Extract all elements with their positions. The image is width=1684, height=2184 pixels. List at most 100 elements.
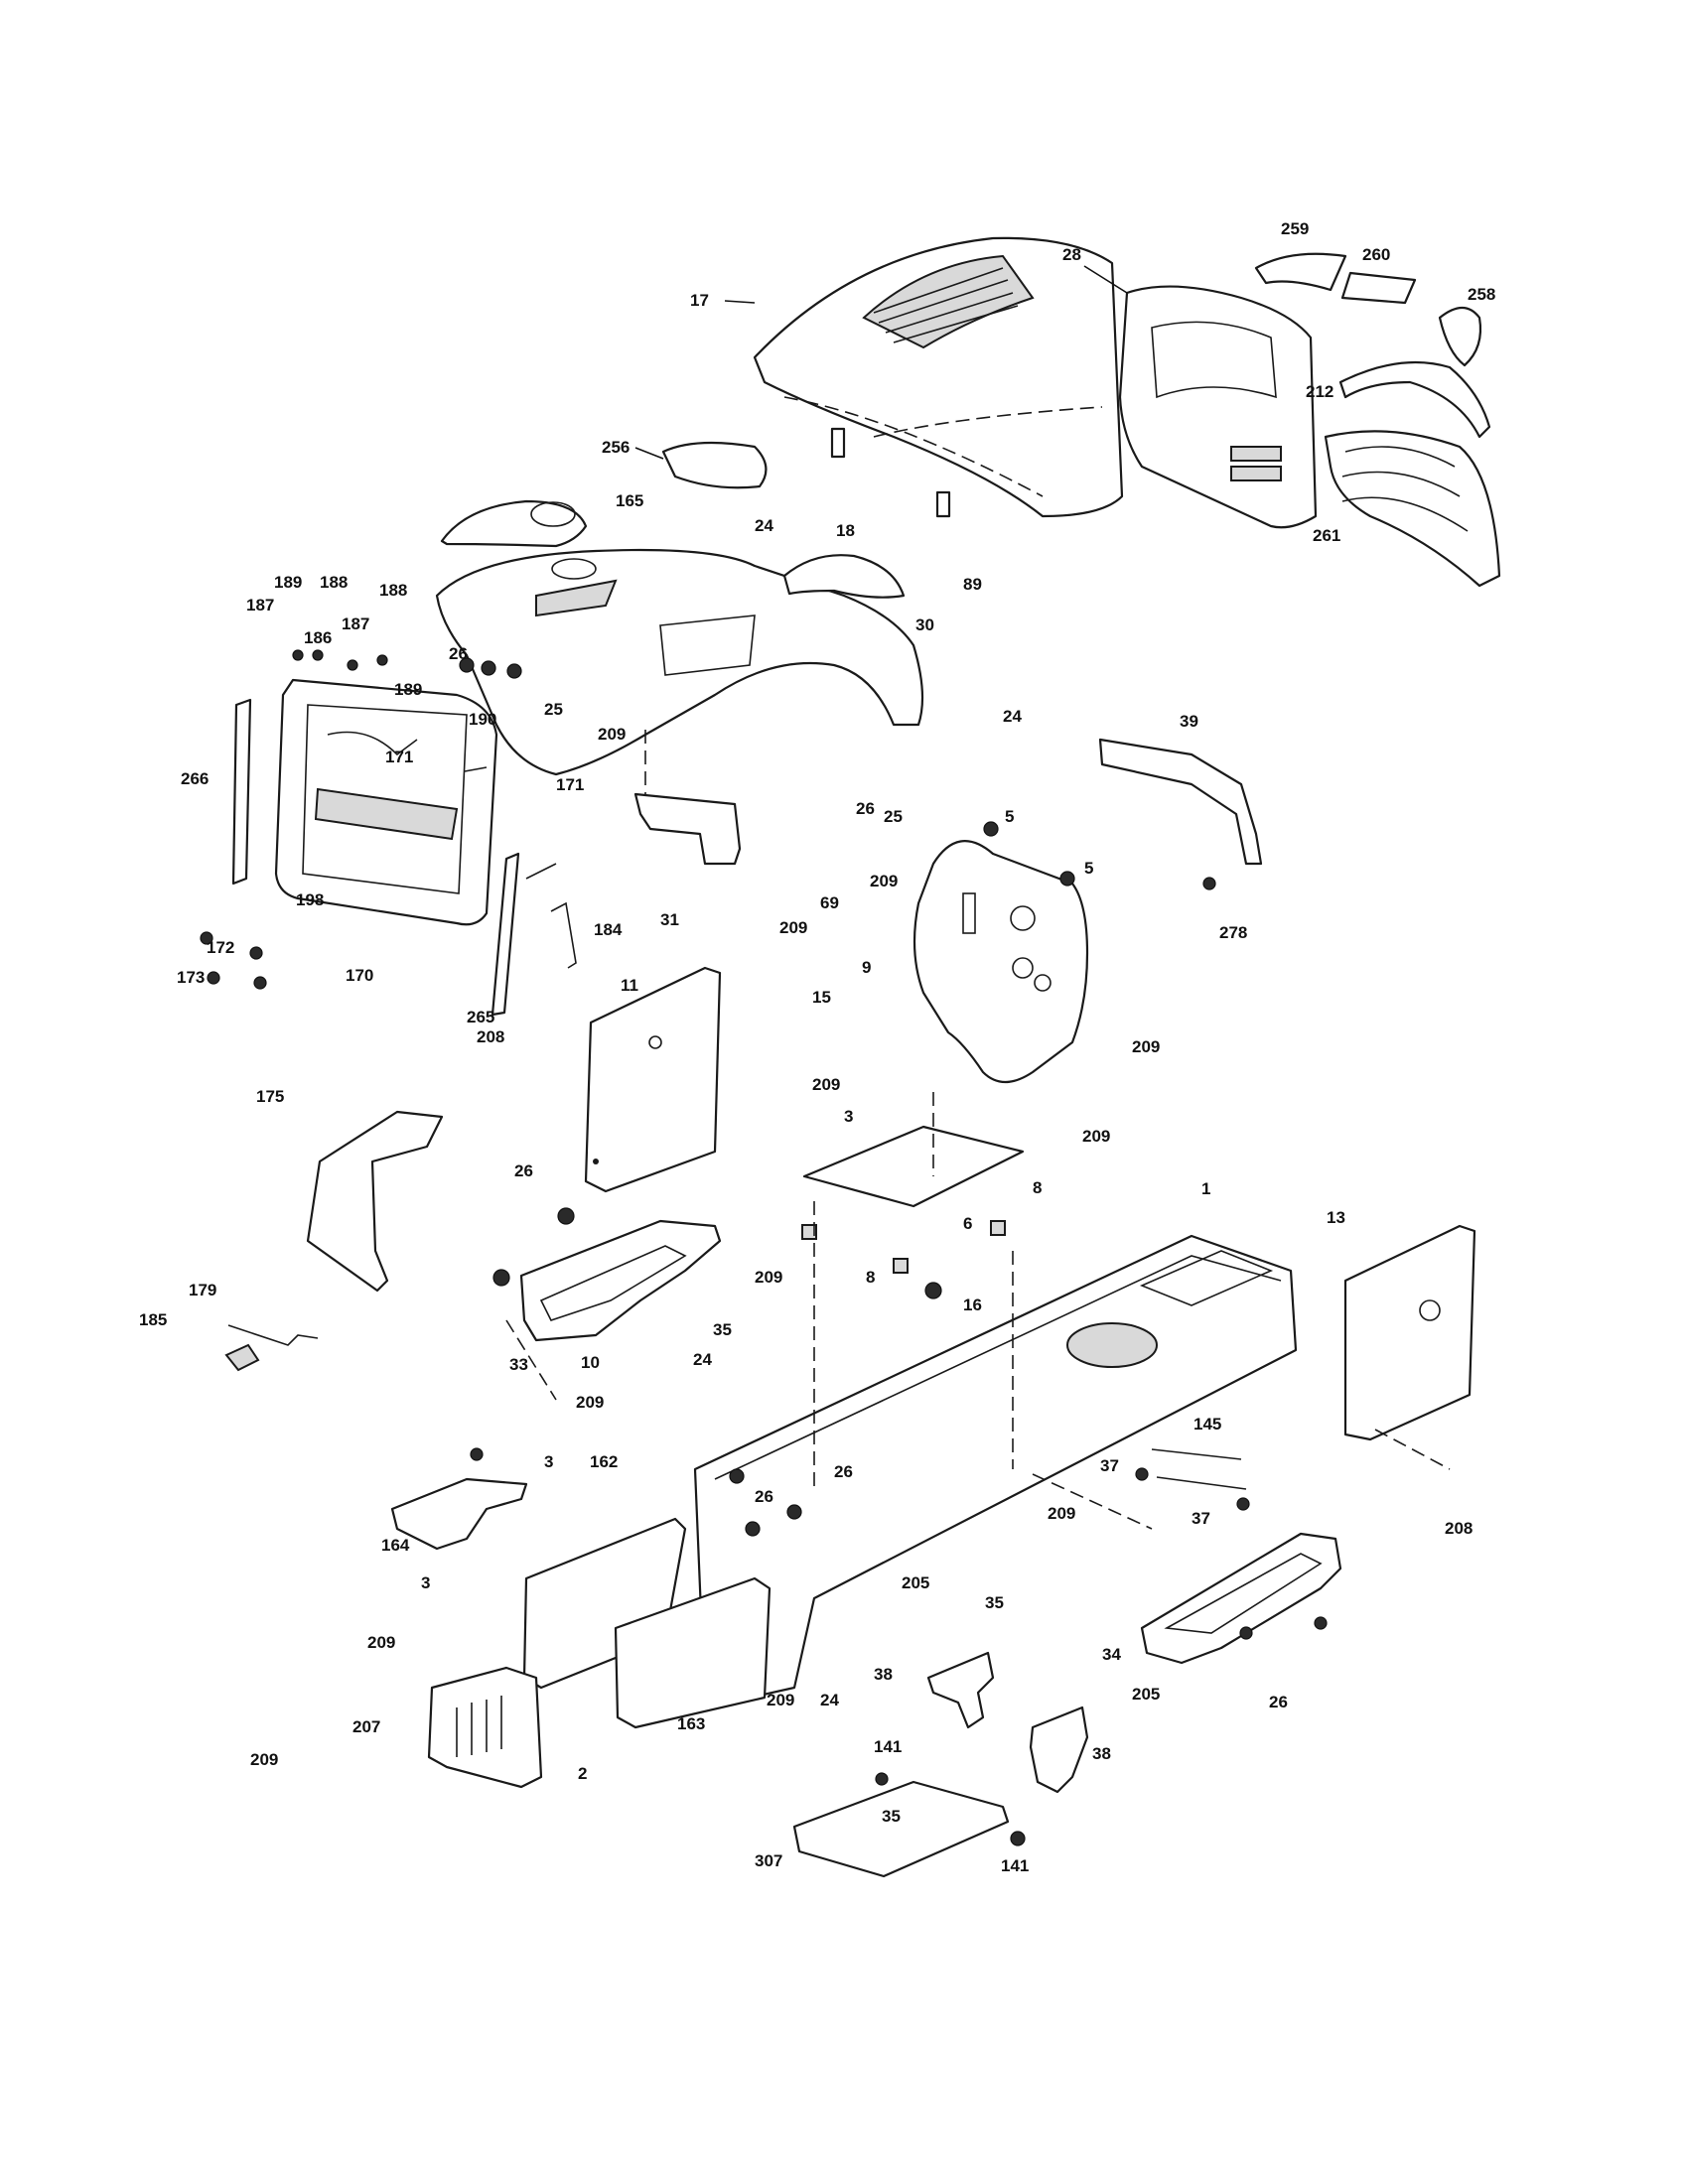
label-26: 26	[755, 1487, 773, 1506]
bracket-part-164	[390, 1477, 528, 1551]
label-171: 171	[385, 748, 413, 766]
hood-part-17	[753, 236, 1124, 518]
label-207: 207	[352, 1717, 380, 1736]
label-209: 209	[250, 1750, 278, 1769]
label-186: 186	[304, 628, 332, 647]
label-38: 38	[874, 1665, 893, 1684]
label-179: 179	[189, 1281, 216, 1299]
label-209: 209	[870, 872, 898, 890]
label-89: 89	[963, 575, 982, 594]
label-31: 31	[660, 910, 679, 929]
label-26: 26	[856, 799, 875, 818]
label-198: 198	[296, 890, 324, 909]
label-25: 25	[544, 700, 563, 719]
bracket-part-38b	[1029, 1706, 1089, 1794]
plate-part-163	[614, 1576, 772, 1729]
label-209: 209	[1082, 1127, 1110, 1146]
label-37: 37	[1192, 1509, 1210, 1528]
label-278: 278	[1219, 923, 1247, 942]
label-212: 212	[1306, 382, 1333, 401]
label-187: 187	[342, 614, 369, 633]
label-3: 3	[844, 1107, 853, 1126]
shield-part-175	[306, 1110, 444, 1293]
label-24: 24	[693, 1350, 712, 1369]
label-3: 3	[544, 1452, 553, 1471]
label-34: 34	[1102, 1645, 1121, 1664]
label-141: 141	[1001, 1856, 1029, 1875]
label-209: 209	[812, 1075, 840, 1094]
label-205: 205	[902, 1573, 929, 1592]
label-209: 209	[576, 1393, 604, 1412]
rod-part-184	[550, 901, 577, 969]
label-30: 30	[915, 615, 934, 634]
trim-part-212	[1338, 360, 1491, 439]
label-15: 15	[812, 988, 831, 1007]
label-259: 259	[1281, 219, 1309, 238]
panel-part-256	[661, 441, 768, 489]
label-171: 171	[556, 775, 584, 794]
label-26: 26	[514, 1161, 533, 1180]
label-141: 141	[874, 1737, 902, 1756]
panel-hardware	[200, 649, 557, 990]
label-9: 9	[862, 958, 871, 977]
label-208: 208	[1445, 1519, 1473, 1538]
lens-part-260	[1340, 271, 1417, 305]
fender-part-30	[435, 548, 924, 776]
label-39: 39	[1180, 712, 1198, 731]
label-188: 188	[320, 573, 348, 592]
alignment-lines	[505, 730, 1451, 1530]
label-307: 307	[755, 1851, 782, 1870]
label-209: 209	[1132, 1037, 1160, 1056]
label-24: 24	[1003, 707, 1022, 726]
label-209: 209	[767, 1691, 794, 1709]
part-labels: 17 28 259 260 258 212 261 18 256 165 24 …	[139, 219, 1495, 1875]
label-209: 209	[598, 725, 626, 744]
label-26: 26	[1269, 1693, 1288, 1711]
label-265: 265	[467, 1008, 494, 1026]
label-5: 5	[1084, 859, 1093, 878]
label-175: 175	[256, 1087, 284, 1106]
emblem-part-258	[1438, 306, 1482, 367]
label-260: 260	[1362, 245, 1390, 264]
cover-part-89	[782, 554, 906, 599]
label-8: 8	[866, 1268, 875, 1287]
label-33: 33	[509, 1355, 528, 1374]
label-16: 16	[963, 1296, 982, 1314]
lever-part-179	[227, 1324, 319, 1346]
label-10: 10	[581, 1353, 600, 1372]
label-5: 5	[1005, 807, 1014, 826]
label-208: 208	[477, 1027, 504, 1046]
label-145: 145	[1193, 1415, 1221, 1433]
knob-part-185	[224, 1343, 260, 1372]
label-163: 163	[677, 1714, 705, 1733]
label-187: 187	[246, 596, 274, 614]
label-165: 165	[616, 491, 643, 510]
cover-part-165	[440, 499, 588, 548]
label-2: 2	[578, 1764, 587, 1783]
label-26: 26	[834, 1462, 853, 1481]
pad-part-18	[830, 427, 951, 518]
footrest-part-34	[1140, 1532, 1342, 1665]
fastener-hardware	[470, 821, 1328, 1846]
label-3: 3	[421, 1573, 430, 1592]
label-17: 17	[690, 291, 709, 310]
label-18: 18	[836, 521, 855, 540]
grill-housing-part-28	[1118, 285, 1318, 529]
label-189: 189	[274, 573, 302, 592]
side-plate-part-11	[584, 966, 722, 1193]
label-11: 11	[621, 976, 638, 995]
label-8: 8	[1033, 1178, 1042, 1197]
label-172: 172	[207, 938, 234, 957]
footrest-part-33	[519, 1219, 722, 1342]
label-164: 164	[381, 1536, 410, 1555]
label-184: 184	[594, 920, 623, 939]
label-209: 209	[367, 1633, 395, 1652]
strip-part-266	[231, 698, 252, 886]
strip-part-265	[491, 852, 520, 1017]
label-37: 37	[1100, 1456, 1119, 1475]
label-170: 170	[346, 966, 373, 985]
label-35: 35	[713, 1320, 732, 1339]
bracket-part-39	[1098, 738, 1263, 866]
clip-part-8	[801, 1220, 1006, 1274]
